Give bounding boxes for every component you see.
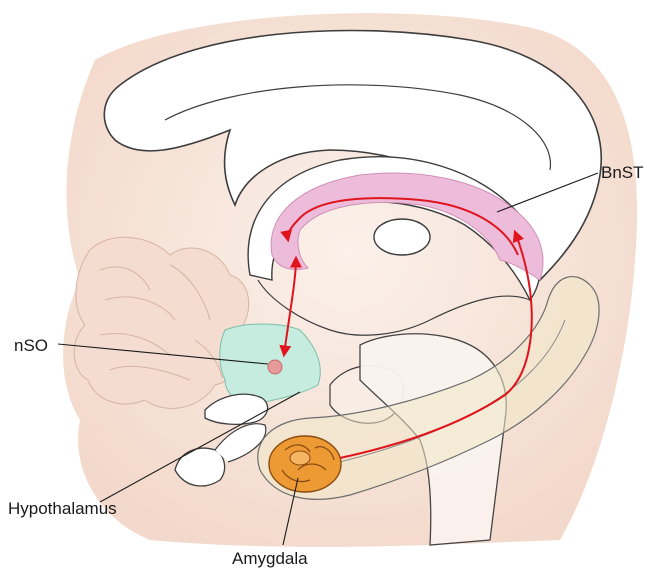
label-amygdala: Amygdala — [232, 550, 308, 567]
label-nso: nSO — [14, 337, 48, 354]
amygdala-structure — [269, 436, 341, 492]
cortical-folds — [74, 237, 249, 408]
anterior-commissure — [374, 219, 430, 255]
nso-nucleus — [268, 360, 282, 374]
label-hypothalamus: Hypothalamus — [8, 500, 117, 517]
label-bnst: BnST — [601, 164, 644, 181]
